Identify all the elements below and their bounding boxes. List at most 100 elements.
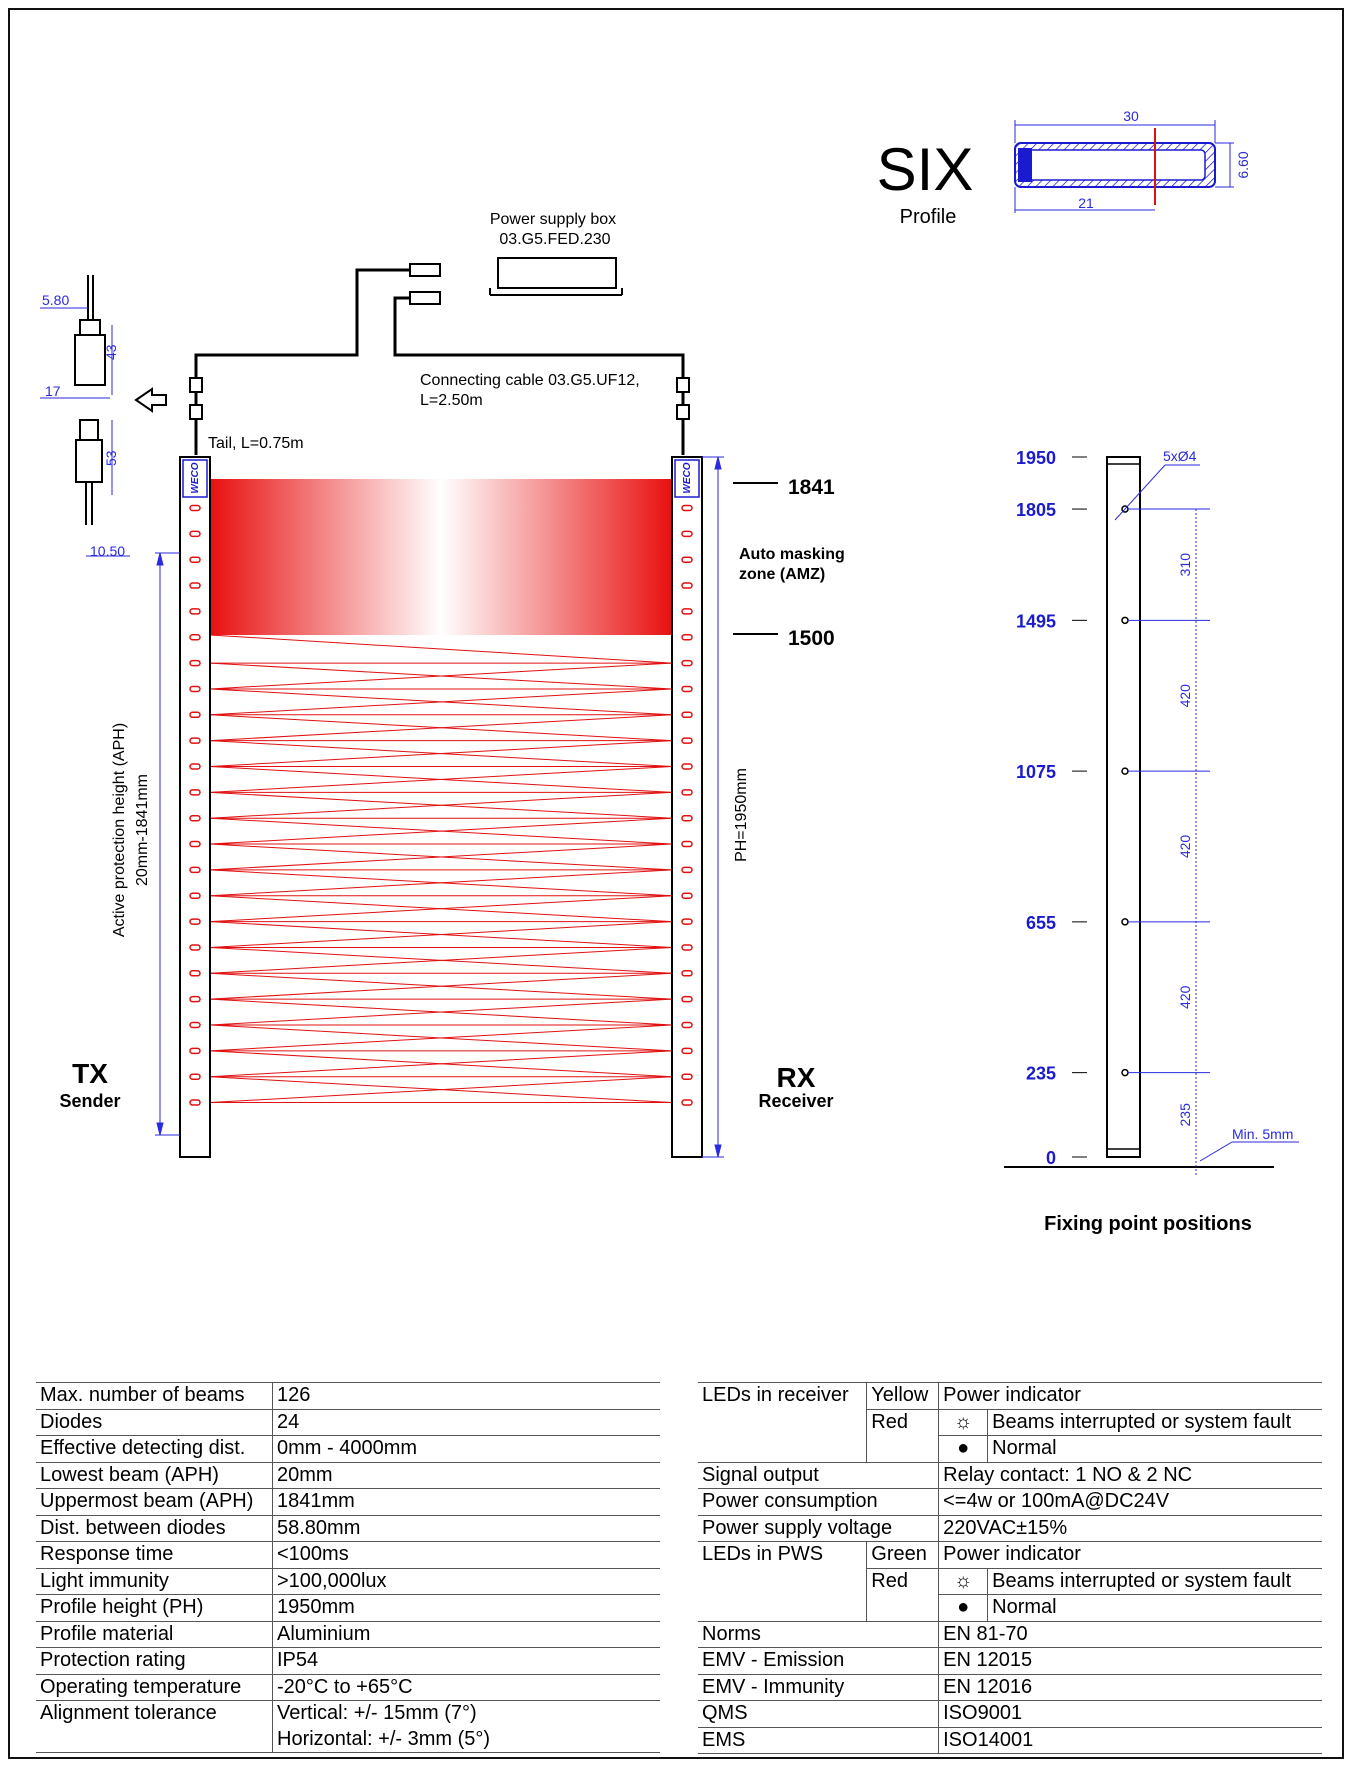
diode [681, 970, 693, 977]
tx-logo-box [182, 459, 208, 498]
connector-dim-3: 17 [45, 383, 61, 399]
power-voltage-label: Power supply voltage [698, 1514, 939, 1542]
beam-line [209, 662, 673, 690]
spec-value: 1950mm [272, 1594, 660, 1621]
diode [681, 866, 693, 874]
diode [681, 995, 693, 1003]
rx-logo-box [674, 459, 700, 498]
fixing-height-label: 235 [1026, 1064, 1056, 1084]
diode [189, 866, 201, 874]
spec-label: Alignment tolerance [36, 1700, 273, 1727]
diode [189, 763, 201, 770]
emv-emission-value: EN 12015 [938, 1647, 1322, 1674]
spec-label: Max. number of beams [36, 1382, 273, 1409]
diode [189, 944, 201, 951]
diode [189, 634, 201, 641]
diode [189, 685, 201, 693]
diode [189, 1073, 201, 1080]
spec-label: Dist. between diodes [36, 1514, 273, 1542]
sun-icon: ☼ [938, 1408, 988, 1436]
beam-line [209, 634, 673, 664]
beam-line [209, 817, 673, 845]
pws-beams-fault: Beams interrupted or system fault [987, 1567, 1322, 1595]
diode [189, 530, 201, 538]
profile-dim-width: 30 [1123, 108, 1139, 124]
spec-value: 126 [272, 1382, 660, 1409]
diode [681, 1099, 693, 1106]
tx-brand-logo: WECO [190, 462, 201, 493]
fixing-hole [1121, 1068, 1129, 1077]
spec-label: Uppermost beam (APH) [36, 1488, 273, 1515]
beam-line [209, 1050, 673, 1078]
power-consumption-value: <=4w or 100mA@DC24V [938, 1488, 1322, 1515]
diode [681, 608, 693, 615]
pws-power-indicator: Power indicator [938, 1541, 1322, 1568]
emv-immunity-label: EMV - Immunity [698, 1673, 939, 1701]
fixing-hole [1121, 767, 1129, 775]
fixing-height-label: 0 [1046, 1148, 1056, 1168]
spec-value: 0mm - 4000mm [272, 1435, 660, 1462]
diode [681, 1021, 693, 1029]
fixing-column [1106, 456, 1141, 1158]
spec-value: <100ms [272, 1541, 660, 1568]
fixing-height-label: 655 [1026, 913, 1056, 933]
dot-icon: ● [938, 1435, 988, 1462]
profile-name: SIX [877, 136, 974, 203]
leds-pws-label: LEDs in PWS [698, 1541, 867, 1568]
diode [189, 918, 201, 925]
receiver-power-indicator: Power indicator [938, 1382, 1322, 1409]
diode [189, 995, 201, 1003]
beam-lines [209, 634, 673, 1104]
fixing-spacing-label: 310 [1177, 553, 1193, 577]
qms-label: QMS [698, 1700, 939, 1727]
beam-line [209, 843, 673, 871]
tail-label: Tail, L=0.75m [208, 435, 304, 452]
signal-output-label: Signal output [698, 1461, 939, 1489]
emv-emission-label: EMV - Emission [698, 1647, 939, 1674]
fixing-hole [1121, 918, 1129, 926]
diodes [189, 504, 693, 1106]
receiver-beams-fault: Beams interrupted or system fault [987, 1408, 1322, 1436]
beam-line [209, 688, 673, 716]
beam-line [209, 1024, 673, 1052]
ph-label: PH=1950mm [733, 768, 750, 862]
diode [189, 737, 201, 744]
spec-row: Operating temperature-20°C to +65°C [36, 1673, 660, 1701]
connector-dim-4: 53 [103, 450, 119, 466]
amz-label-1: Auto masking [739, 546, 845, 563]
spec-value: IP54 [272, 1647, 660, 1674]
spec-label: Effective detecting dist. [36, 1435, 273, 1462]
connector-dim-5: 10.50 [90, 543, 125, 559]
spec-value: 24 [272, 1408, 660, 1436]
diode [189, 608, 201, 615]
profile-cross-section [1014, 120, 1234, 213]
diode [681, 1073, 693, 1080]
fixing-height-label: 1805 [1016, 500, 1056, 520]
tx-title: TX [72, 1058, 108, 1089]
beam-line [209, 740, 673, 767]
spec-label: Profile height (PH) [36, 1594, 273, 1621]
beam-line [209, 869, 673, 897]
beam-line [209, 921, 673, 948]
power-box-label-2: 03.G5.FED.230 [499, 231, 610, 248]
receiver-normal: Normal [987, 1435, 1322, 1462]
diode [681, 944, 693, 951]
level-1500: 1500 [788, 627, 835, 650]
spec-value: -20°C to +65°C [272, 1673, 660, 1701]
amz-zone [210, 479, 672, 635]
beam-line [209, 766, 673, 793]
green-label: Green [866, 1541, 939, 1568]
rx-subtitle: Receiver [758, 1091, 833, 1111]
aph-label-1: Active protection height (APH) [111, 723, 128, 937]
diode [681, 814, 693, 822]
pws-dot-icon: ● [938, 1594, 988, 1621]
fixing-caption: Fixing point positions [1044, 1213, 1252, 1235]
cable-label-2: L=2.50m [420, 392, 483, 409]
spec-value: 1841mm [272, 1488, 660, 1515]
diode [681, 711, 693, 719]
spec-row: Response time<100ms [36, 1541, 660, 1568]
